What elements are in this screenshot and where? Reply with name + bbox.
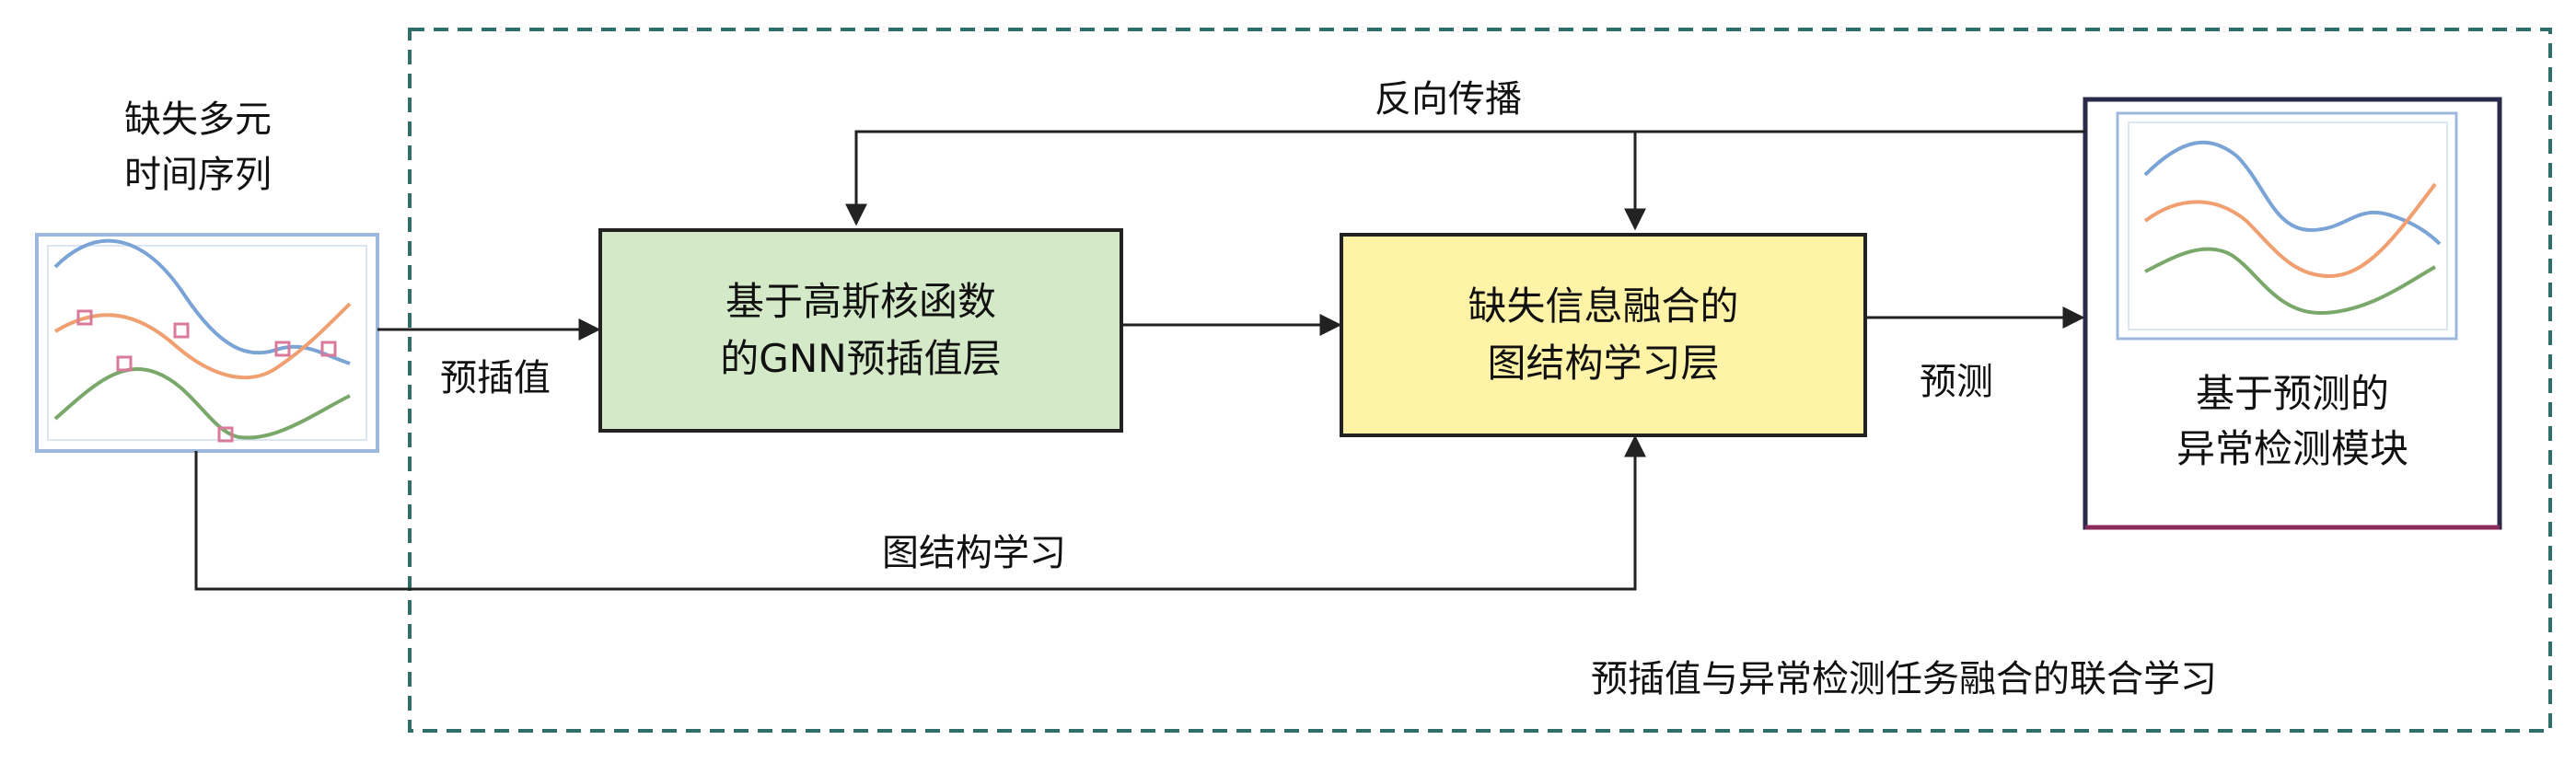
series-orange-line: [53, 302, 352, 380]
graph-block-line-2: 图结构学习层: [1487, 341, 1720, 386]
prediction-series-thumbnail: [2116, 111, 2458, 341]
gnn-block-line-1: 基于高斯核函数: [725, 279, 996, 324]
label-backprop: 反向传播: [1375, 78, 1522, 121]
pred-green-line: [2144, 247, 2436, 316]
edge-backprop: [845, 130, 2085, 226]
input-title-line-2: 时间序列: [124, 154, 272, 196]
edge-graph-structure: [194, 434, 1646, 591]
pred-blue-line: [2143, 140, 2442, 246]
label-imputation: 预插值: [440, 357, 551, 399]
label-prediction: 预测: [1920, 361, 1993, 403]
pred-orange-line: [2143, 182, 2437, 279]
anomaly-line-1: 基于预测的: [2195, 371, 2389, 416]
missing-marker: [320, 341, 337, 357]
graph-block-line-1: 缺失信息融合的: [1468, 283, 1739, 329]
joint-learning-caption: 预插值与异常检测任务融合的联合学习: [1591, 658, 2217, 700]
gnn-block-line-2: 的GNN预插值层: [720, 336, 1002, 381]
graph-learning-block: 缺失信息融合的 图结构学习层: [1340, 233, 1867, 437]
anomaly-module-label: 基于预测的 异常检测模块: [2085, 366, 2500, 477]
missing-marker: [217, 426, 234, 443]
missing-marker: [274, 341, 291, 357]
joint-learning-region: [408, 28, 2552, 733]
label-graph-structure: 图结构学习: [882, 532, 1066, 574]
missing-marker: [116, 355, 133, 372]
series-green-line: [53, 367, 351, 440]
missing-marker: [173, 322, 190, 339]
anomaly-line-2: 异常检测模块: [2176, 426, 2408, 471]
input-title: 缺失多元 时间序列: [55, 92, 341, 202]
missing-marker: [76, 309, 93, 326]
input-series-thumbnail: [35, 233, 379, 453]
gnn-imputation-block: 基于高斯核函数 的GNN预插值层: [598, 228, 1123, 433]
input-title-line-1: 缺失多元: [124, 98, 272, 141]
